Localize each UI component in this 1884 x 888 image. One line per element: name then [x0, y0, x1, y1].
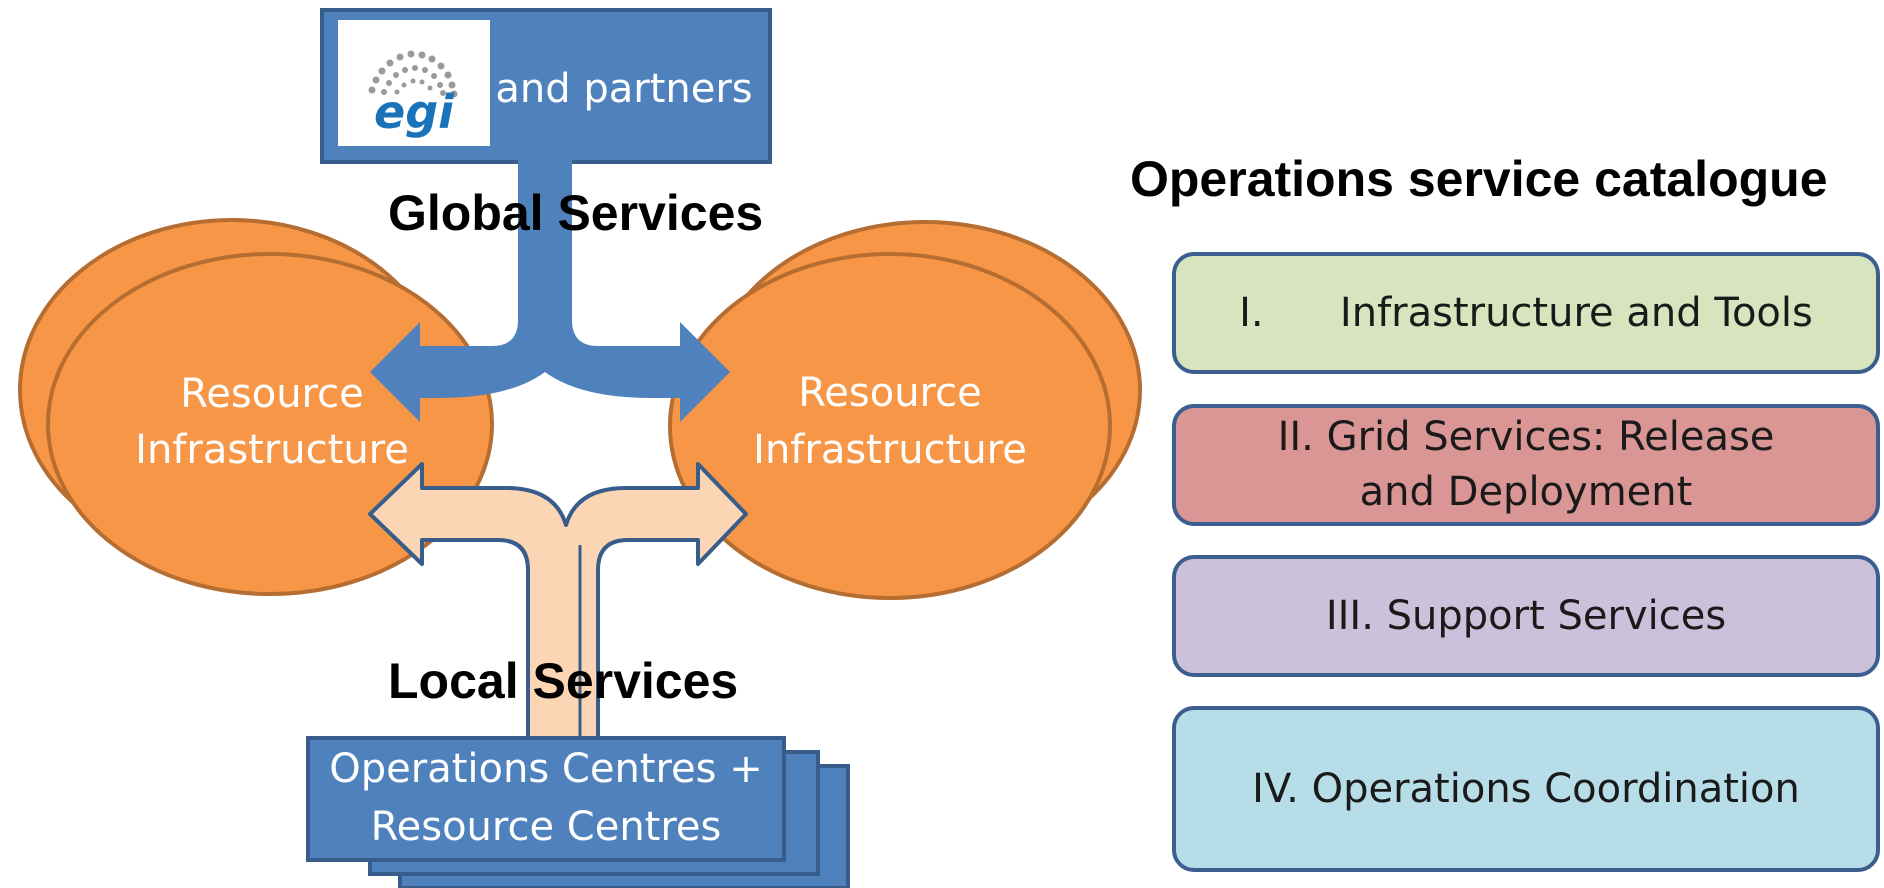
- catalogue-item-label: IV. Operations Coordination: [1252, 765, 1800, 812]
- catalogue-item-support-services: III. Support Services: [1172, 555, 1880, 677]
- resource-right-line2: Infrastructure: [753, 427, 1027, 473]
- resource-left-line1: Resource: [180, 371, 363, 417]
- operations-box-line1: Operations Centres +: [329, 746, 762, 792]
- operations-box: [306, 736, 786, 862]
- catalogue-item-infrastructure-tools: I. Infrastructure and Tools: [1172, 252, 1880, 374]
- catalogue-item-label: II. Grid Services: Release and Deploymen…: [1277, 414, 1775, 515]
- catalogue-item-label: I. Infrastructure and Tools: [1239, 289, 1813, 336]
- catalogue-item-label: III. Support Services: [1325, 592, 1727, 639]
- resource-infrastructure-right: [668, 252, 1112, 600]
- catalogue-title: Operations service catalogue: [1130, 151, 1828, 207]
- local-services-arrow: [368, 462, 748, 740]
- partners-label: and partners: [495, 66, 752, 112]
- catalogue-item-operations-coordination: IV. Operations Coordination: [1172, 706, 1880, 872]
- resource-left-line2: Infrastructure: [135, 427, 409, 473]
- egi-logo: egi: [368, 50, 458, 139]
- egi-logo-text: egi: [374, 85, 455, 139]
- resource-infrastructure-left: [46, 252, 494, 596]
- global-services-arrow: [370, 160, 730, 422]
- catalogue-item-grid-services: II. Grid Services: Release and Deploymen…: [1172, 404, 1880, 526]
- global-services-label: Global Services: [388, 185, 763, 241]
- local-services-label: Local Services: [388, 653, 738, 709]
- resource-right-line1: Resource: [798, 370, 981, 416]
- operations-box-line2: Resource Centres: [371, 804, 722, 850]
